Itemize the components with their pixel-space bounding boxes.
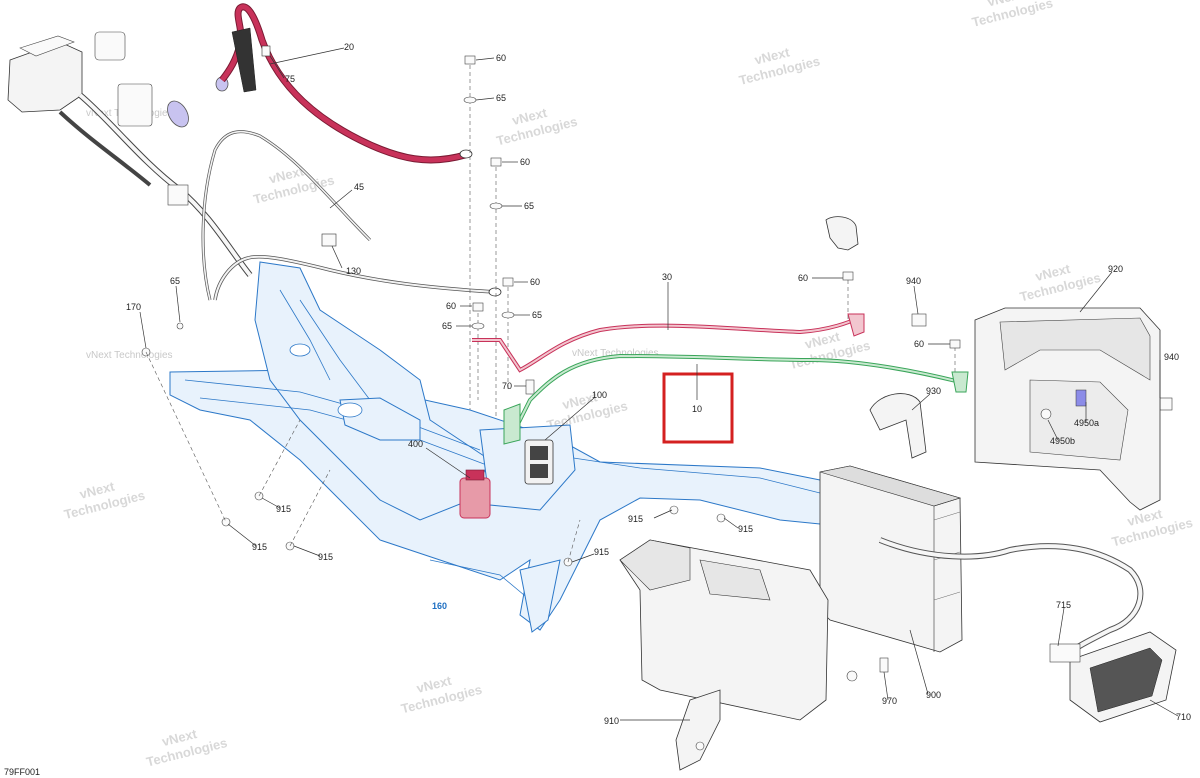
- callout-70[interactable]: 70: [502, 381, 512, 391]
- washer-icon: [176, 322, 184, 330]
- callout-970[interactable]: 970: [882, 696, 897, 706]
- battery-900: [819, 465, 963, 653]
- callout-130[interactable]: 130: [346, 266, 361, 276]
- main-wiring-harness: [7, 31, 253, 277]
- callout-940[interactable]: 940: [906, 276, 921, 286]
- callout-60[interactable]: 60: [798, 273, 808, 283]
- callout-65[interactable]: 65: [170, 276, 180, 286]
- callout-4950b[interactable]: 4950b: [1050, 436, 1075, 446]
- callout-915[interactable]: 915: [738, 524, 753, 534]
- positive-battery-cable: [219, 3, 473, 164]
- watermark-text: vNext: [986, 0, 1025, 9]
- callout-30[interactable]: 30: [662, 272, 672, 282]
- watermark-text: vNext Technologies: [572, 348, 659, 359]
- callout-60[interactable]: 60: [914, 339, 924, 349]
- nut-icon: [490, 157, 502, 167]
- callout-915[interactable]: 915: [252, 542, 267, 552]
- callout-20[interactable]: 20: [344, 42, 354, 52]
- ground-cable: [201, 130, 502, 301]
- callout-915[interactable]: 915: [628, 514, 643, 524]
- mounting-screws: [141, 322, 889, 682]
- callout-65[interactable]: 65: [442, 321, 452, 331]
- callout-60[interactable]: 60: [530, 277, 540, 287]
- callout-4950a[interactable]: 4950a: [1074, 418, 1099, 428]
- callout-170[interactable]: 170: [126, 302, 141, 312]
- nut-icon: [949, 339, 961, 349]
- callout-940[interactable]: 940: [1164, 352, 1179, 362]
- callout-715[interactable]: 715: [1056, 600, 1071, 610]
- callout-915[interactable]: 915: [318, 552, 333, 562]
- callout-60[interactable]: 60: [520, 157, 530, 167]
- nut-icon: [842, 271, 854, 281]
- nut-icon: [472, 302, 484, 312]
- nut-icon: [464, 55, 476, 65]
- positive-lead-30: [472, 313, 865, 373]
- washer-icon: [846, 670, 858, 682]
- callout-60[interactable]: 60: [446, 301, 456, 311]
- highlighted-part-label[interactable]: 10: [692, 404, 702, 414]
- washer-icon: [463, 96, 477, 104]
- callout-75[interactable]: 75: [285, 74, 295, 84]
- negative-lead-10: [503, 353, 969, 445]
- battery-cover-920: [974, 307, 1161, 511]
- callout-labels: 20 75 45 130 60 65 60 65 60 65 60 65 70 …: [126, 42, 1191, 726]
- watermark-text: Technologies: [970, 0, 1054, 30]
- drawing-reference-code: 79FF001: [4, 767, 40, 777]
- leader-lines: [139, 47, 1179, 721]
- battery-support-frame: [169, 261, 881, 633]
- callout-65[interactable]: 65: [524, 201, 534, 211]
- callout-160[interactable]: 160: [432, 601, 447, 611]
- callout-915[interactable]: 915: [276, 504, 291, 514]
- starter-solenoid: [459, 439, 554, 519]
- callout-900[interactable]: 900: [926, 690, 941, 700]
- callout-920[interactable]: 920: [1108, 264, 1123, 274]
- callout-910[interactable]: 910: [604, 716, 619, 726]
- callout-915[interactable]: 915: [594, 547, 609, 557]
- washer-icon: [501, 311, 515, 319]
- callout-100[interactable]: 100: [592, 390, 607, 400]
- callout-45[interactable]: 45: [354, 182, 364, 192]
- tail-light-710: [878, 537, 1177, 723]
- watermark-text: vNext Technologies: [86, 350, 173, 361]
- fastener-stacks: [463, 55, 961, 470]
- nut-icon: [502, 277, 514, 287]
- callout-65[interactable]: 65: [496, 93, 506, 103]
- callout-930[interactable]: 930: [926, 386, 941, 396]
- callout-60[interactable]: 60: [496, 53, 506, 63]
- screw-icon: [716, 513, 726, 523]
- battery-tray-910: [619, 539, 829, 771]
- bolt-icon: [879, 657, 889, 673]
- callout-710[interactable]: 710: [1176, 712, 1191, 722]
- screw-icon: [669, 505, 679, 515]
- bolt-icon: [525, 379, 535, 395]
- highlight-box: [662, 372, 734, 444]
- callout-400[interactable]: 400: [408, 439, 423, 449]
- callout-65[interactable]: 65: [532, 310, 542, 320]
- washer-icon: [489, 202, 503, 210]
- washer-icon: [471, 322, 485, 330]
